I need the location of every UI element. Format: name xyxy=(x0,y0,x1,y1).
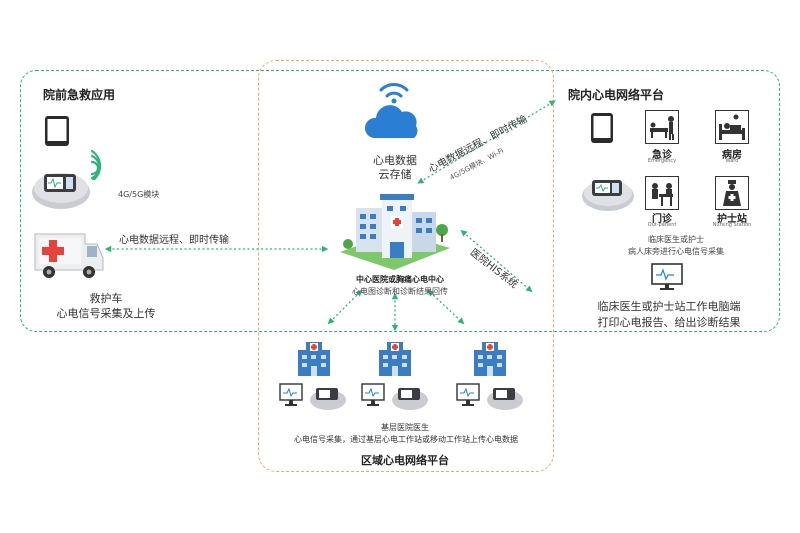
cloud-label-1: 心电数据 xyxy=(373,154,417,167)
ecg-device-icon xyxy=(582,180,634,211)
workstation-group-1 xyxy=(279,383,346,410)
outpatient-icon xyxy=(645,176,679,210)
ward-nursing-sub: Nursing Station xyxy=(712,222,752,228)
ward-emergency-sub: Emergency xyxy=(647,158,677,164)
primary-hospital-icon-1 xyxy=(298,342,330,376)
ward-outpatient-label: 门诊 xyxy=(652,214,672,225)
ambulance-link-label: 心电数据远程、即时传输 xyxy=(119,235,229,246)
hospital-network-frame xyxy=(20,70,780,332)
regional-network-frame xyxy=(258,60,554,472)
central-hospital-subtitle: 心电图诊断和诊断结果回传 xyxy=(352,287,448,296)
emergency-icon xyxy=(645,110,679,144)
primary-caption-2: 心电信号采集，通过基层心电工作站或移动工作站上传心电数据 xyxy=(294,435,518,444)
ward-ward-label: 病房 xyxy=(722,150,742,161)
prehospital-title: 院前急救应用 xyxy=(43,88,116,102)
ecg-device-icon xyxy=(32,173,90,209)
terminal-caption-1: 临床医生或护士站工作电脑端 xyxy=(597,300,741,313)
monitor-icon xyxy=(651,263,683,290)
wireless-signal-icon xyxy=(90,149,102,180)
cloud-label-2: 云存储 xyxy=(378,168,412,181)
terminal-caption-2: 打印心电报告、给出诊断结果 xyxy=(597,316,741,329)
cloud-link-arrow xyxy=(417,100,556,184)
clinician-caption-2: 病人床旁进行心电信号采集 xyxy=(628,247,724,256)
ambulance-caption-2: 心电信号采集及上传 xyxy=(56,307,156,320)
ambulance-caption-1: 救护车 xyxy=(89,292,123,305)
workstation-group-2 xyxy=(361,383,428,410)
ambulance-icon xyxy=(34,233,104,278)
hospital-right-arrow xyxy=(427,289,465,325)
ward-emergency-label: 急诊 xyxy=(652,150,672,161)
primary-hospital-icon-3 xyxy=(474,342,506,376)
module-label: 4G/5G模块 xyxy=(118,190,160,199)
ward-icon xyxy=(715,110,749,144)
ward-ward-sub: Ward xyxy=(725,158,739,164)
inhospital-title: 院内心电网络平台 xyxy=(568,88,665,102)
ward-outpatient-sub: Out-patient xyxy=(647,222,677,228)
central-hospital-title: 中心医院或胸痛心电中心 xyxy=(356,275,444,284)
regional-network-title: 区域心电网络平台 xyxy=(361,454,449,467)
primary-caption-1: 基层医院医生 xyxy=(381,423,429,432)
primary-hospital-icon-2 xyxy=(379,342,411,376)
ward-nursing-label: 护士站 xyxy=(717,214,747,225)
clinician-caption-1: 临床医生或护士 xyxy=(648,235,704,244)
nursing-station-icon xyxy=(715,176,749,210)
tablet-icon xyxy=(45,116,69,146)
tablet-icon xyxy=(591,113,613,143)
workstation-group-3 xyxy=(456,383,523,410)
cloud-storage-icon xyxy=(364,83,418,138)
his-link-arrow xyxy=(460,229,533,293)
central-hospital-icon xyxy=(340,194,450,270)
